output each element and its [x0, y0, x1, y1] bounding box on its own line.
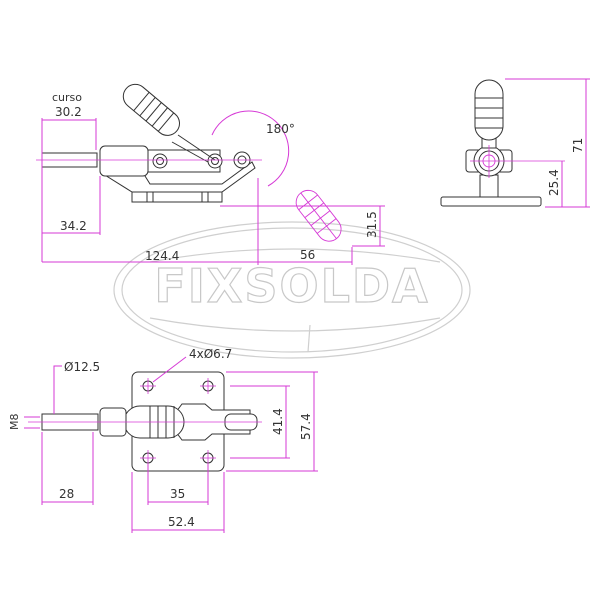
dim-41-4: 41.4: [271, 408, 285, 435]
watermark-logo: FIXSOLDA: [113, 221, 471, 359]
handle-grip: [122, 83, 180, 136]
dim-34-2: 34.2: [60, 219, 87, 233]
dim-31-5: 31.5: [365, 211, 379, 238]
dim-124-4: 124.4: [145, 249, 179, 263]
dim-71: 71: [571, 138, 585, 153]
end-grip: [474, 79, 504, 141]
dim-25-4: 25.4: [547, 169, 561, 196]
dim-35: 35: [170, 487, 185, 501]
end-post: [479, 174, 499, 198]
watermark-text: FIXSOLDA: [154, 259, 429, 313]
rotation-arc: [211, 110, 290, 187]
body-frame: [99, 161, 256, 193]
end-base: [440, 196, 542, 207]
dim-57-4: 57.4: [299, 413, 313, 440]
rotation-angle-label: 180°: [266, 122, 295, 136]
side-view: 180° curso 30.2 34.2 124.4 56 31.5: [36, 83, 385, 265]
dim-m8: M8: [8, 414, 21, 431]
dim-diameter-12-5: Ø12.5: [64, 360, 100, 374]
dim-holes: 4xØ6.7: [189, 347, 232, 361]
dim-28: 28: [59, 487, 74, 501]
end-view: 71 25.4: [440, 78, 590, 208]
dim-56: 56: [300, 248, 315, 262]
stroke-value: 30.2: [55, 105, 82, 119]
dim-52-4: 52.4: [168, 515, 195, 529]
handle-ghost: [295, 189, 342, 242]
top-view: M8 Ø12.5 4xØ6.7 28 35 52.4 41.4 57.4: [8, 347, 318, 533]
stroke-label: curso: [52, 91, 82, 104]
sleeve: [99, 145, 149, 177]
